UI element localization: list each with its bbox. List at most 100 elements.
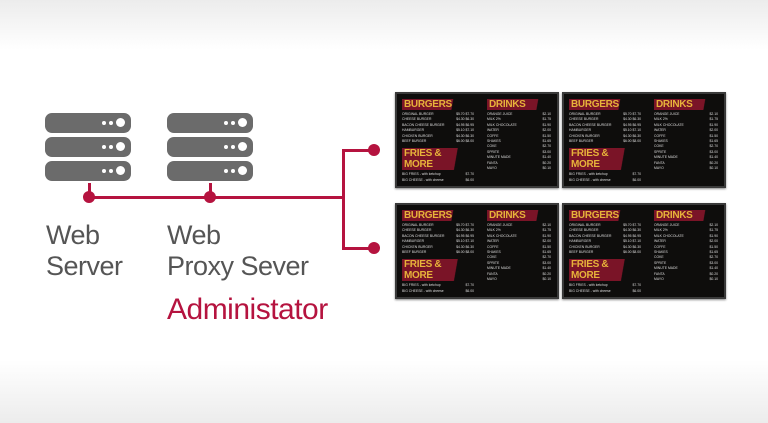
menu-item: WATER$2.00: [654, 239, 718, 244]
menu-item: MILK CHOCOLATE$1.90: [487, 122, 551, 127]
menu-item: BIG FRIES - with ketchup$7.70: [402, 172, 474, 177]
menu-item: BACON CHEESE BURGER$4.95 $6.95: [569, 233, 641, 238]
node-dot: [204, 191, 216, 203]
menu-item: BACON CHEESE BURGER$4.95 $6.95: [402, 233, 474, 238]
menu-item: FANTA$0.20: [654, 160, 718, 165]
menu-item: MINUTE MADE$1.40: [654, 155, 718, 160]
connector-line: [88, 196, 345, 199]
menu-heading: FRIES & MORE: [569, 259, 639, 282]
menu-item: BEEF BURGER$6.00 $8.00: [569, 139, 641, 144]
server-unit: [167, 161, 253, 181]
menu-heading: FRIES & MORE: [402, 148, 472, 171]
menu-item: SHAKES$1.65: [654, 139, 718, 144]
menu-item: MAYO$0.10: [654, 166, 718, 171]
menu-item: COFFE$1.50: [487, 133, 551, 138]
menu-item: BIG CHEESE - with cheese$6.00: [569, 177, 641, 182]
menu-item: HAMBURGER$5.10 $7.10: [569, 239, 641, 244]
menu-item: SPRITE$3.00: [654, 260, 718, 265]
menu-item: HAMBURGER$5.10 $7.10: [402, 128, 474, 133]
menu-heading: FRIES & MORE: [569, 148, 639, 171]
web-server-label: Web Server: [46, 220, 123, 282]
node-dot: [83, 191, 95, 203]
menu-item: COFFE$1.50: [487, 244, 551, 249]
label-line: Server: [46, 251, 123, 281]
menu-item: COKE$2.70: [654, 144, 718, 149]
menu-item: COKE$2.70: [487, 255, 551, 260]
menu-item: MILK 2%$1.75: [654, 228, 718, 233]
menu-item: MILK 2%$1.75: [487, 117, 551, 122]
menu-item: MAYO$0.10: [487, 277, 551, 282]
menu-item: BACON CHEESE BURGER$4.95 $6.95: [569, 122, 641, 127]
menu-item: MINUTE MADE$1.40: [654, 266, 718, 271]
server-unit: [167, 137, 253, 157]
server-unit: [167, 113, 253, 133]
menu-item: FANTA$0.20: [654, 271, 718, 276]
menu-item: SHAKES$1.65: [487, 250, 551, 255]
connector-line: [209, 183, 212, 197]
menu-item: WATER$2.00: [487, 128, 551, 133]
node-dot: [368, 242, 380, 254]
server-unit: [45, 137, 131, 157]
menu-item: ORANGE JUICE$2.10: [487, 223, 551, 227]
menu-item: BIG FRIES - with ketchup$7.70: [402, 283, 474, 288]
menu-item: BEEF BURGER$6.00 $8.00: [402, 139, 474, 144]
menu-item: MILK CHOCOLATE$1.90: [487, 233, 551, 238]
label-line: Proxy Sever: [167, 251, 309, 281]
menu-item: CHICKEN BURGER$4.30 $6.30: [402, 133, 474, 138]
menu-heading: FRIES & MORE: [402, 259, 472, 282]
server-unit: [45, 113, 131, 133]
menu-item: BEEF BURGER$6.00 $8.00: [569, 250, 641, 255]
menu-item: WATER$2.00: [654, 128, 718, 133]
menu-item: SPRITE$3.00: [654, 149, 718, 154]
menu-heading: DRINKS: [487, 99, 553, 110]
menu-item: MAYO$0.10: [487, 166, 551, 171]
menu-item: MILK 2%$1.75: [487, 228, 551, 233]
menu-item: CHEESE BURGER$4.30 $6.30: [569, 228, 641, 233]
menu-item: MINUTE MADE$1.40: [487, 155, 551, 160]
node-dot: [368, 144, 380, 156]
menu-item: BIG CHEESE - with cheese$6.00: [402, 288, 474, 293]
menu-item: BIG CHEESE - with cheese$6.00: [569, 288, 641, 293]
menu-item: SHAKES$1.65: [487, 139, 551, 144]
menu-item: CHICKEN BURGER$4.30 $6.30: [569, 244, 641, 249]
menu-item: COKE$2.70: [487, 144, 551, 149]
menu-item: HAMBURGER$5.10 $7.10: [569, 128, 641, 133]
menu-item: BIG CHEESE - with cheese$6.00: [402, 177, 474, 182]
connector-line: [88, 183, 91, 197]
menu-heading: BURGERS: [569, 99, 635, 110]
menu-item: BEEF BURGER$6.00 $8.00: [402, 250, 474, 255]
label-line: Web: [167, 220, 221, 250]
menu-item: MAYO$0.10: [654, 277, 718, 282]
menu-item: CHEESE BURGER$4.30 $6.30: [569, 117, 641, 122]
menu-item: COFFE$1.50: [654, 244, 718, 249]
menu-item: SPRITE$3.00: [487, 260, 551, 265]
menu-heading: BURGERS: [402, 210, 468, 221]
connector-line: [342, 149, 345, 250]
menu-item: BACON CHEESE BURGER$4.95 $6.95: [402, 122, 474, 127]
menu-item: BIG FRIES - with ketchup$7.70: [569, 283, 641, 288]
proxy-server-icon: [167, 113, 253, 185]
menu-item: ORANGE JUICE$2.10: [654, 112, 718, 116]
menu-item: BIG FRIES - with ketchup$7.70: [569, 172, 641, 177]
menu-item: ORIGINAL BURGER$5.70 $7.70: [402, 223, 474, 227]
menu-item: ORIGINAL BURGER$5.70 $7.70: [569, 223, 641, 227]
menu-item: MILK CHOCOLATE$1.90: [654, 122, 718, 127]
menu-heading: DRINKS: [654, 210, 720, 221]
menu-item: ORIGINAL BURGER$5.70 $7.70: [402, 112, 474, 116]
connector-line: [342, 149, 374, 152]
menu-item: MINUTE MADE$1.40: [487, 266, 551, 271]
proxy-server-label: Web Proxy Sever: [167, 220, 309, 282]
menu-item: CHICKEN BURGER$4.30 $6.30: [569, 133, 641, 138]
menu-item: HAMBURGER$5.10 $7.10: [402, 239, 474, 244]
menu-item: CHICKEN BURGER$4.30 $6.30: [402, 244, 474, 249]
menu-item: SPRITE$3.00: [487, 149, 551, 154]
administrator-label: Administator: [167, 293, 328, 326]
web-server-icon: [45, 113, 131, 185]
menu-item: MILK CHOCOLATE$1.90: [654, 233, 718, 238]
menu-item: ORANGE JUICE$2.10: [487, 112, 551, 116]
menu-heading: BURGERS: [569, 210, 635, 221]
connector-line: [342, 247, 374, 250]
